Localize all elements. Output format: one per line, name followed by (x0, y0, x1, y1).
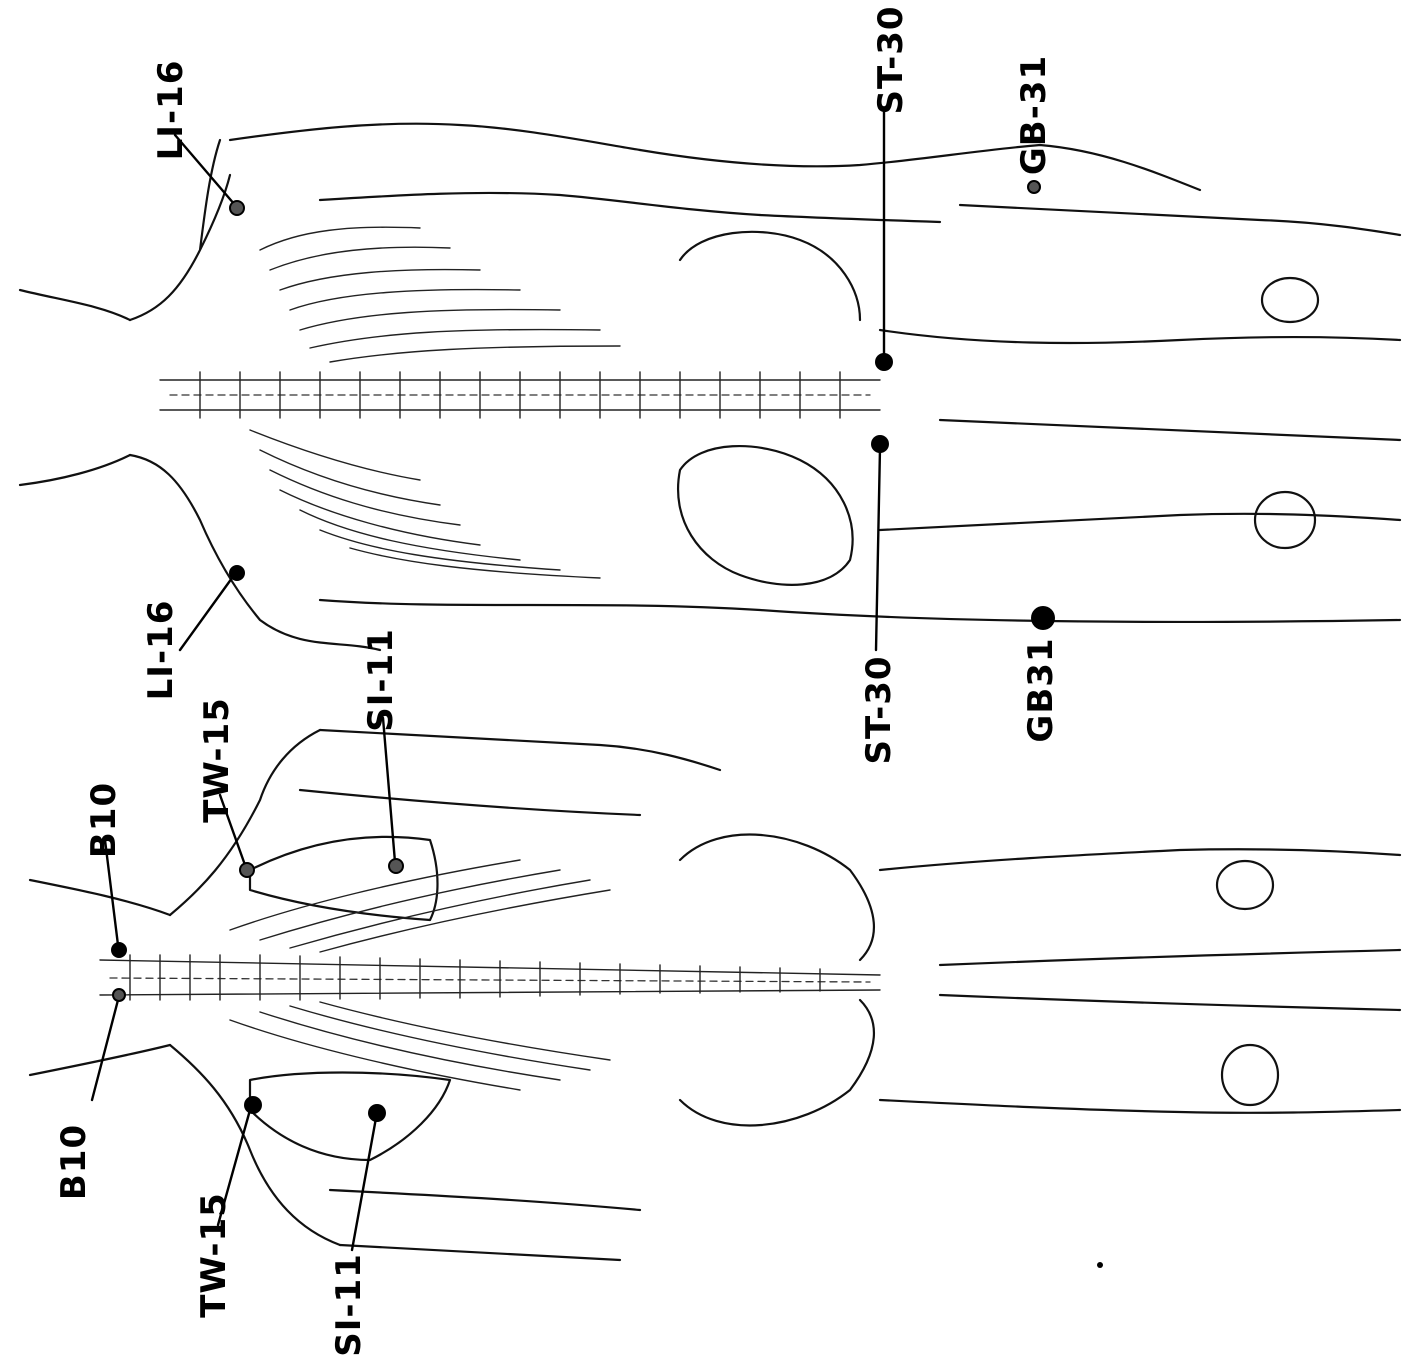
pelvis-lateral (678, 446, 852, 585)
point-tw15-top: TW-15 (197, 697, 254, 877)
b10-top-dot (111, 942, 127, 958)
knee-top (1262, 278, 1318, 322)
point-tw15-bottom: TW-15 (194, 1096, 262, 1318)
leg-posterior-b (880, 1100, 1400, 1113)
point-st30-top: ST-30 (871, 5, 911, 371)
gb31-top-dot (1028, 181, 1040, 193)
knee-posterior-top (1217, 861, 1273, 909)
point-li16-top: LI-16 (151, 60, 244, 215)
label-li16-top: LI-16 (151, 60, 191, 161)
arm-top (230, 124, 760, 215)
pelvis-posterior (680, 835, 874, 1126)
point-gb31-top: GB-31 (1014, 55, 1054, 193)
leg-lateral-a (880, 330, 1400, 343)
shoulder-outline-posterior (170, 730, 340, 1245)
head-outline-posterior (30, 880, 170, 1075)
head-outline (20, 290, 130, 485)
label-tw15-top: TW-15 (197, 697, 237, 823)
si11-bottom-dot (368, 1104, 386, 1122)
scapula-bottom (250, 1073, 450, 1161)
lateral-skeleton-figure (20, 124, 1400, 650)
label-gb31-top: GB-31 (1014, 55, 1054, 175)
li16-top-dot (230, 201, 244, 215)
spine-posterior (100, 955, 880, 1000)
label-tw15-bottom: TW-15 (194, 1192, 234, 1318)
label-b10-top: B10 (84, 782, 124, 858)
ribcage-upper (260, 227, 620, 362)
point-gb31-bottom: GB31 (1021, 606, 1061, 743)
gb31-bottom-dot (1031, 606, 1055, 630)
label-si11-top: SI-11 (361, 628, 401, 732)
label-gb31-bottom: GB31 (1021, 637, 1061, 742)
scapula-top (250, 837, 438, 920)
arm-posterior-top (300, 730, 720, 815)
knee-posterior-bottom (1222, 1045, 1278, 1105)
tw15-bottom-dot (244, 1096, 262, 1114)
body-outline-upper (130, 140, 230, 320)
pelvis-lateral-top (680, 232, 860, 320)
label-st30-top: ST-30 (871, 5, 911, 114)
li16-bottom-dot (229, 565, 245, 581)
point-b10-top: B10 (84, 782, 127, 958)
leg-lateral-c (320, 600, 1400, 622)
arm-posterior-bottom (330, 1190, 640, 1260)
leg-lateral-b (880, 514, 1400, 530)
point-st30-bottom: ST-30 (859, 435, 899, 765)
st30-top-dot (875, 353, 893, 371)
leg-posterior-c (940, 950, 1400, 1010)
point-b10-bottom: B10 (54, 989, 125, 1200)
stray-mark (1097, 1262, 1103, 1268)
forearm-top (640, 145, 1200, 222)
label-st30-bottom: ST-30 (859, 655, 899, 764)
tw15-top-dot (240, 863, 254, 877)
b10-bottom-dot (113, 989, 125, 1001)
st30-bottom-dot (871, 435, 889, 453)
point-si11-bottom: SI-11 (329, 1104, 386, 1357)
ribcage-lower (250, 430, 600, 578)
knee-bottom (1255, 492, 1315, 548)
leg-posterior-a (880, 849, 1400, 870)
spine-lateral (160, 372, 880, 418)
leg-lateral-d (940, 205, 1400, 440)
label-si11-bottom: SI-11 (329, 1253, 369, 1357)
label-b10-bottom: B10 (54, 1124, 94, 1200)
si11-top-dot (389, 859, 403, 873)
label-li16-bottom: LI-16 (141, 600, 181, 701)
point-li16-bottom: LI-16 (141, 565, 245, 700)
